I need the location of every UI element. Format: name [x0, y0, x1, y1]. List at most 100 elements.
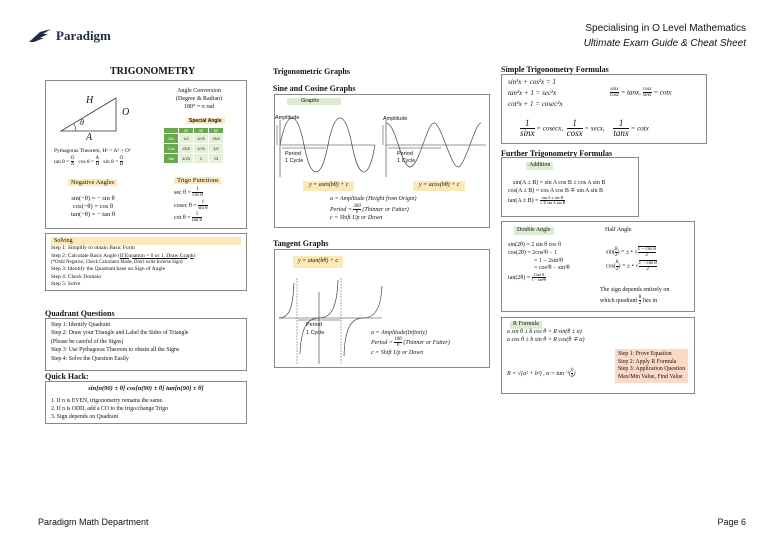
num: 1 − cos θ [638, 260, 657, 268]
amplitude-def: a = Amplitude(Infinity) [371, 330, 427, 336]
period-note: (Thinner or Fatter) [360, 206, 409, 213]
note-line: The sign depends entirely on [600, 287, 670, 293]
label-o: O [122, 107, 130, 118]
header-line-1: Specialising in O Level Mathematics [585, 23, 746, 34]
den: 2 [638, 300, 642, 306]
further-formulas-title: Further Trigonometry Formulas [501, 149, 613, 158]
step-text: Step 2: Calculate Basic Angle ( [51, 252, 120, 259]
addition-box: Addition sin(A ± B) = sin A cos B ± cos … [501, 157, 639, 217]
r-formula-label: R Formula [510, 321, 542, 329]
num: 1 [198, 200, 208, 206]
cos-ratio: cos θ = [78, 159, 96, 166]
sec-identity: = secx, [582, 124, 605, 133]
table-cell: 1/√3 [178, 153, 194, 164]
sin-ratio: sin θ = [103, 159, 120, 166]
solving-step: Step 2: Calculate Basic Angle (If Equati… [51, 253, 241, 260]
tan-num: O [70, 156, 75, 163]
graph-params: a = Amplitude (Height from Origin) Perio… [330, 196, 417, 223]
angle-conversion-sub: (Degree & Radian) [176, 95, 222, 102]
double-sin: sin(2θ) = 2 sin θ cos θ [508, 242, 562, 248]
solving-step: Step 1: Simplify to obtain Basic Form [51, 245, 135, 252]
quadrant-step: Step 1: Identify Quadrant [51, 322, 111, 328]
note-line: lies in [641, 297, 658, 304]
footer-left: Paradigm Math Department [38, 517, 149, 527]
negative-angles-label: Negative Angles [68, 179, 118, 186]
num: cosx [642, 87, 652, 94]
table-cell: 1/2 [208, 143, 224, 154]
sin-num: O [119, 156, 124, 163]
solving-step: Step 5: Solve [51, 281, 81, 288]
quick-hack-title: Quick Hack: [45, 372, 89, 381]
num: 1 [192, 212, 202, 219]
tangent-box: y = atan(bθ) + c Period 1 Cycle a = Ampl… [274, 249, 490, 368]
logo: Paradigm [28, 28, 111, 44]
sine-graph [276, 117, 376, 177]
r-formula-steps: Step 1: Prove Equation Step 2: Apply R F… [615, 349, 689, 384]
half-sin: sin [606, 249, 614, 256]
solving-label: Solving [51, 237, 241, 246]
amplitude-label: Amplitude [275, 115, 300, 121]
num: sinx [610, 87, 619, 94]
num: θ [615, 246, 618, 253]
quadrant-step: Step 2: Draw your Triangle and Label the… [51, 330, 189, 337]
table-row-head: Sin [163, 133, 179, 144]
r-definition: R = √(a² + b²) , α = tan⁻¹ [507, 371, 569, 378]
simple-formulas-title: Simple Trigonometry Formulas [501, 65, 609, 74]
step-underlined: If Equation = 0 or 1, Draw Graph [119, 252, 194, 259]
table-cell: √3/2 [208, 133, 224, 144]
quadrant-title: Quadrant Questions [45, 309, 115, 318]
cot-def: cot θ = [174, 215, 193, 222]
table-row-head: Cos [163, 143, 179, 154]
cos-num: A [95, 156, 100, 163]
solving-step: Step 3: Identify the Quadrant base on Si… [51, 266, 166, 273]
cosine-graph [382, 120, 486, 177]
cosec-def: cosec θ = [174, 202, 199, 209]
period-note: (Thinner or Fatter) [401, 340, 450, 347]
trigo-functions-label: Trigo Functions [174, 177, 222, 184]
special-angle-label: Special Angle [186, 118, 225, 124]
identity-2: tan²x + 1 = sec²x [508, 89, 557, 97]
den: b [396, 343, 400, 349]
den: sinx [520, 128, 535, 139]
den: b [355, 210, 359, 216]
negative-angles: sin(−θ) = − sin θ cos(−θ) = cos θ tan(−θ… [71, 195, 115, 219]
r-step: Step 2: Apply R Formula [618, 358, 677, 365]
graphs-title: Trigonometric Graphs [273, 67, 350, 76]
den: a [570, 374, 574, 380]
basics-box: H O A θ Pythagoras Theorem, H² = A² + O²… [45, 80, 247, 229]
table-cell: √3/2 [178, 143, 194, 154]
table-row-head: Tan [163, 153, 179, 164]
neg-tan: tan(−θ) = − tan θ [71, 211, 115, 219]
triangle-diagram [59, 97, 117, 132]
trigonometry-title: TRIGONOMETRY [110, 66, 196, 77]
cot-identity: = cotx [651, 88, 672, 97]
tan-identity: = tanx, [618, 88, 643, 97]
neg-cos: cos(−θ) = cos θ [72, 203, 114, 211]
sine-equation: y = asin(bθ) + c [303, 181, 355, 191]
table-cell: √3 [208, 153, 224, 164]
brand-name: Paradigm [56, 28, 111, 43]
tangent-title: Tangent Graphs [273, 239, 329, 248]
period-label: Period [397, 151, 413, 157]
quadrant-step: (Please be careful of the Signs) [51, 338, 124, 345]
period-def: Period = [330, 206, 354, 213]
num: 1 [192, 187, 203, 194]
table-cell: 1/√2 [193, 133, 209, 144]
den: 2 [616, 266, 619, 272]
r-step: Max/Min Value, Find Value [618, 373, 683, 380]
simple-formulas-box: sin²x + cos²x = 1 tan²x + 1 = sec²x cot²… [501, 74, 707, 144]
amplitude-label: Amplitude [383, 116, 408, 122]
double-half-box: Double Angle sin(2θ) = 2 sin θ cos θ cos… [501, 221, 695, 312]
table-cell: 1/√2 [193, 143, 209, 154]
cycle-label: 1 Cycle [397, 158, 416, 164]
quick-hack-rule: 3. Sign depends on Quadrant [51, 414, 119, 421]
header-line-2: Ultimate Exam Guide & Cheat Sheet [583, 38, 746, 49]
den: 2 [615, 252, 618, 258]
den: cosx [610, 93, 619, 99]
solving-box: Solving Step 1: Simplify to obtain Basic… [45, 233, 247, 291]
angle-conversion: Angle Conversion (Degree & Radian) 180° … [164, 88, 234, 111]
cot-reciprocal: = cotx [628, 124, 649, 133]
